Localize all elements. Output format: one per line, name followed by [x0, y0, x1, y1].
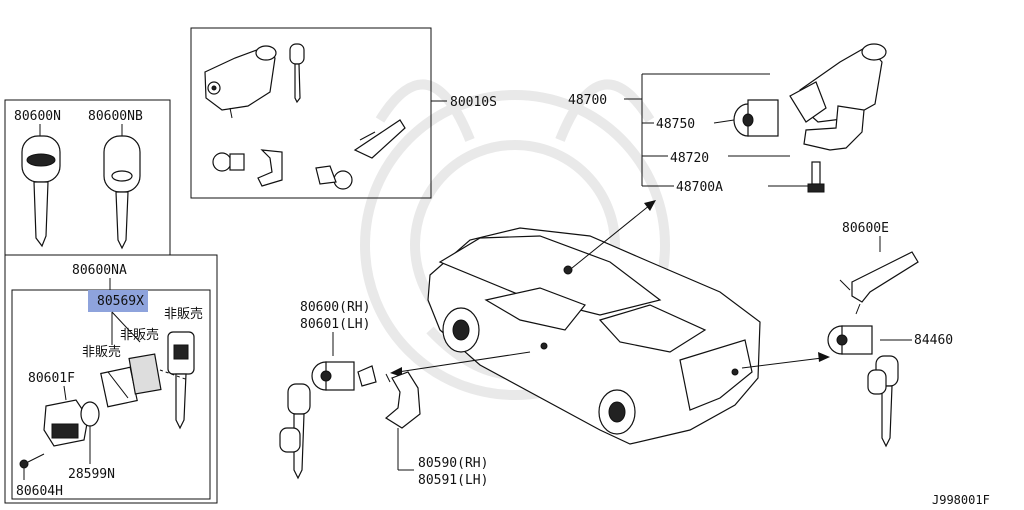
highlight-marker	[88, 290, 148, 312]
door-bracket-rh-label: 80590(RH)	[418, 456, 488, 471]
not-sold-label-2: 非販売	[120, 327, 159, 343]
door-bracket-part[interactable]	[384, 371, 421, 429]
door-key-part[interactable]	[279, 383, 311, 480]
leader-arrows	[390, 200, 830, 377]
not-sold-label-1: 非販売	[164, 306, 203, 322]
key-part-b[interactable]	[103, 135, 141, 250]
screw-label: 80604H	[16, 484, 63, 499]
door-cylinder-group: 80600(RH) 80601(LH) 80590(RH) 80591(LH)	[279, 300, 488, 488]
highlighted-part-label[interactable]: 80569X	[97, 294, 144, 309]
door-cylinder-rh-label: 80600(RH)	[300, 300, 370, 315]
door-cylinder-lh-label: 80601(LH)	[300, 317, 370, 332]
trunk-key-label: 80600E	[842, 221, 889, 236]
battery-label: 28599N	[68, 467, 115, 482]
trunk-cylinder-label: 84460	[914, 333, 953, 348]
fob-key-blade-part[interactable]	[167, 331, 195, 430]
vehicle-illustration	[427, 227, 761, 445]
door-bracket-lh-label: 80591(LH)	[418, 473, 488, 488]
key-part[interactable]	[289, 43, 305, 104]
key-label-b: 80600NB	[88, 109, 143, 124]
battery-part[interactable]	[80, 401, 100, 427]
fob-set-label: 80600NA	[72, 263, 127, 278]
ignition-label: 48700	[568, 93, 607, 108]
fob-board-part[interactable]	[100, 353, 162, 408]
lock-set-label: 80010S	[450, 95, 497, 110]
ignition-housing-part-2[interactable]	[789, 43, 887, 123]
cylinder-part-b[interactable]	[315, 119, 406, 190]
fob-group: 80600NA 80569X 非販売 非販売 非販売 80601F	[4, 254, 218, 504]
trunk-bracket-part[interactable]	[839, 251, 919, 315]
fob-case-part[interactable]	[43, 399, 89, 447]
ignition-housing-part[interactable]	[204, 45, 277, 119]
keys-group: 80600N 80600NB	[4, 99, 171, 256]
not-sold-label-3: 非販売	[82, 344, 121, 360]
fob-case-label: 80601F	[28, 371, 75, 386]
diagram-code: J998001F	[932, 493, 990, 507]
ignition-bolt-part[interactable]	[807, 161, 825, 193]
ignition-clamp-label: 48720	[670, 151, 709, 166]
ignition-group: 48700 48750 48720 48700A	[568, 43, 887, 195]
lock-set-group: 80010S	[190, 27, 497, 199]
ignition-clamp-part[interactable]	[803, 105, 865, 151]
key-label-a: 80600N	[14, 109, 61, 124]
lock-set-box	[190, 27, 432, 199]
ignition-cylinder-label: 48750	[656, 117, 695, 132]
screw-part[interactable]	[19, 453, 45, 469]
fob-outer-box	[4, 254, 218, 504]
ignition-cylinder-part[interactable]	[733, 99, 779, 137]
trunk-cylinder-part[interactable]	[827, 325, 873, 355]
ignition-bolt-label: 48700A	[676, 180, 723, 195]
trunk-group: 80600E 84460	[827, 221, 953, 448]
cylinder-part-a[interactable]	[212, 149, 283, 187]
trunk-key-part[interactable]	[867, 355, 899, 448]
door-cylinder-part[interactable]	[311, 361, 377, 391]
key-part-a[interactable]	[21, 135, 61, 248]
